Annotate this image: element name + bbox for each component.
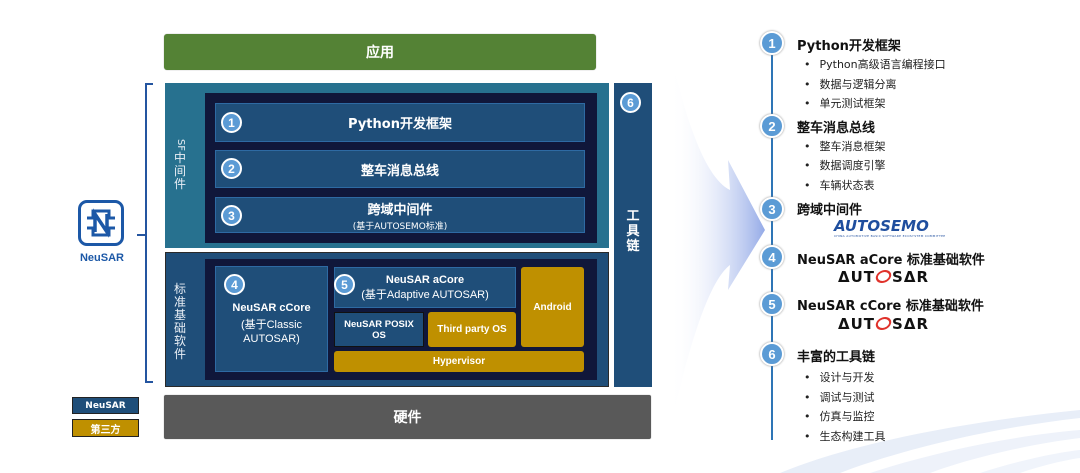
ccore-title: NeuSAR cCore	[232, 301, 311, 314]
autosar-logo-part: ΔUT	[838, 315, 876, 333]
vertical-label-char: 链	[626, 239, 640, 254]
autosar-o-icon	[874, 317, 893, 330]
feature-number-1: 1	[760, 31, 784, 55]
ccore-line2: (基于Classic	[240, 318, 303, 331]
autosar-logo-part: ΔUT	[838, 268, 876, 286]
posix-line1: NeuSAR POSIX	[344, 318, 414, 330]
autosemo-logo: AUTOSEMO	[834, 217, 929, 235]
number-badge-3: 3	[221, 205, 242, 226]
acore-subtitle: (基于Adaptive AUTOSAR)	[361, 288, 489, 301]
app-layer: 应用	[164, 34, 596, 70]
feature-number-2: 2	[760, 114, 784, 138]
hypervisor-block: Hypervisor	[334, 351, 584, 372]
legend-third-party: 第三方	[72, 419, 139, 437]
vertical-label-char: 软	[173, 334, 186, 348]
autosemo-logo-subtitle: CHINA AUTOMOTIVE BASIC SOFTWARE ECOSYSTE…	[834, 234, 946, 238]
feature-bullet: 调试与测试	[804, 389, 875, 405]
feature-bullet: 仿真与监控	[804, 408, 875, 424]
feature-bullet: 数据与逻辑分离	[804, 76, 897, 92]
middleware-row-python: Python开发框架	[215, 103, 585, 142]
legend-neusar-label: NeuSAR	[85, 400, 126, 411]
autosar-logo: ΔUT SΔR	[838, 315, 929, 333]
number-badge-1: 1	[221, 112, 242, 133]
feature-title-2: 整车消息总线	[797, 121, 876, 136]
feature-title-6: 丰富的工具链	[797, 350, 876, 365]
toolchain-panel	[614, 83, 652, 387]
feature-bullet: Python高级语言编程接口	[804, 56, 946, 72]
row-subtitle: (基于AUTOSEMO标准)	[352, 221, 448, 232]
middleware-row-cross-domain: 跨域中间件 (基于AUTOSEMO标准)	[215, 197, 585, 233]
sf-middleware-label: SF 中间件	[173, 138, 186, 191]
hardware-layer: 硬件	[164, 395, 651, 439]
autosar-logo: ΔUT SΔR	[838, 268, 929, 286]
bracket-tick	[137, 234, 146, 236]
feature-bullet: 设计与开发	[804, 369, 875, 385]
legend-third-party-label: 第三方	[90, 424, 121, 436]
ccore-line3: AUTOSAR)	[243, 332, 300, 345]
row-title: Python开发框架	[348, 117, 452, 132]
feature-title-3: 跨域中间件	[797, 203, 863, 218]
third-party-os-block: Third party OS	[428, 312, 516, 347]
vertical-label-char: 工	[626, 209, 640, 224]
feature-bullet: 数据调度引擎	[804, 157, 886, 173]
row-title: 跨域中间件	[367, 202, 433, 218]
autosar-logo-part: SΔR	[892, 268, 929, 286]
logo-name: NeuSAR	[79, 252, 124, 264]
feature-title-5: NeuSAR cCore 标准基础软件	[797, 299, 984, 314]
legend-neusar: NeuSAR	[72, 397, 139, 414]
vertical-label-char: 础	[173, 321, 186, 335]
timeline-line	[771, 45, 773, 440]
hardware-layer-label: 硬件	[393, 410, 422, 426]
bracket-divider	[145, 83, 153, 383]
vertical-label-char: 具	[626, 224, 640, 239]
feature-number-5: 5	[760, 292, 784, 316]
feature-bullet: 整车消息框架	[804, 138, 886, 154]
number-badge-4: 4	[224, 274, 245, 295]
feature-number-6: 6	[760, 342, 784, 366]
number-badge-5: 5	[334, 274, 355, 295]
hypervisor-label: Hypervisor	[432, 356, 486, 367]
middleware-row-message-bus: 整车消息总线	[215, 150, 585, 188]
app-layer-label: 应用	[366, 45, 394, 61]
acore-title: NeuSAR aCore	[385, 273, 465, 286]
number-badge-2: 2	[221, 158, 242, 179]
vertical-label-char: 标	[173, 282, 186, 296]
row-title: 整车消息总线	[360, 163, 439, 179]
autosar-logo-part: SΔR	[892, 315, 929, 333]
feature-bullet: 车辆状态表	[804, 177, 875, 193]
vertical-label-char: 件	[173, 347, 186, 361]
feature-title-4: NeuSAR aCore 标准基础软件	[797, 253, 985, 268]
decorative-swoosh-icon	[780, 410, 1080, 473]
posix-os-block: NeuSAR POSIX OS	[334, 312, 424, 347]
android-label: Android	[533, 301, 572, 313]
vertical-label-char: 准	[173, 295, 186, 309]
gradient-arrow-icon	[670, 50, 765, 430]
toolchain-label: 工具链	[625, 209, 641, 254]
third-party-os-label: Third party OS	[437, 324, 507, 335]
posix-line2: OS	[372, 329, 386, 341]
feature-number-3: 3	[760, 197, 784, 221]
vertical-label-char: 基	[173, 308, 186, 322]
number-badge-6: 6	[620, 92, 641, 113]
acore-block: NeuSAR aCore (基于Adaptive AUTOSAR)	[334, 267, 516, 308]
feature-bullet: 生态构建工具	[804, 428, 886, 444]
feature-title-1: Python开发框架	[797, 39, 901, 54]
standard-software-label: 标准基础软件	[172, 283, 188, 361]
autosar-o-icon	[874, 270, 893, 283]
feature-number-4: 4	[760, 245, 784, 269]
feature-bullet: 单元测试框架	[804, 95, 886, 111]
android-block: Android	[521, 267, 584, 347]
neusar-logo-icon	[78, 200, 124, 246]
